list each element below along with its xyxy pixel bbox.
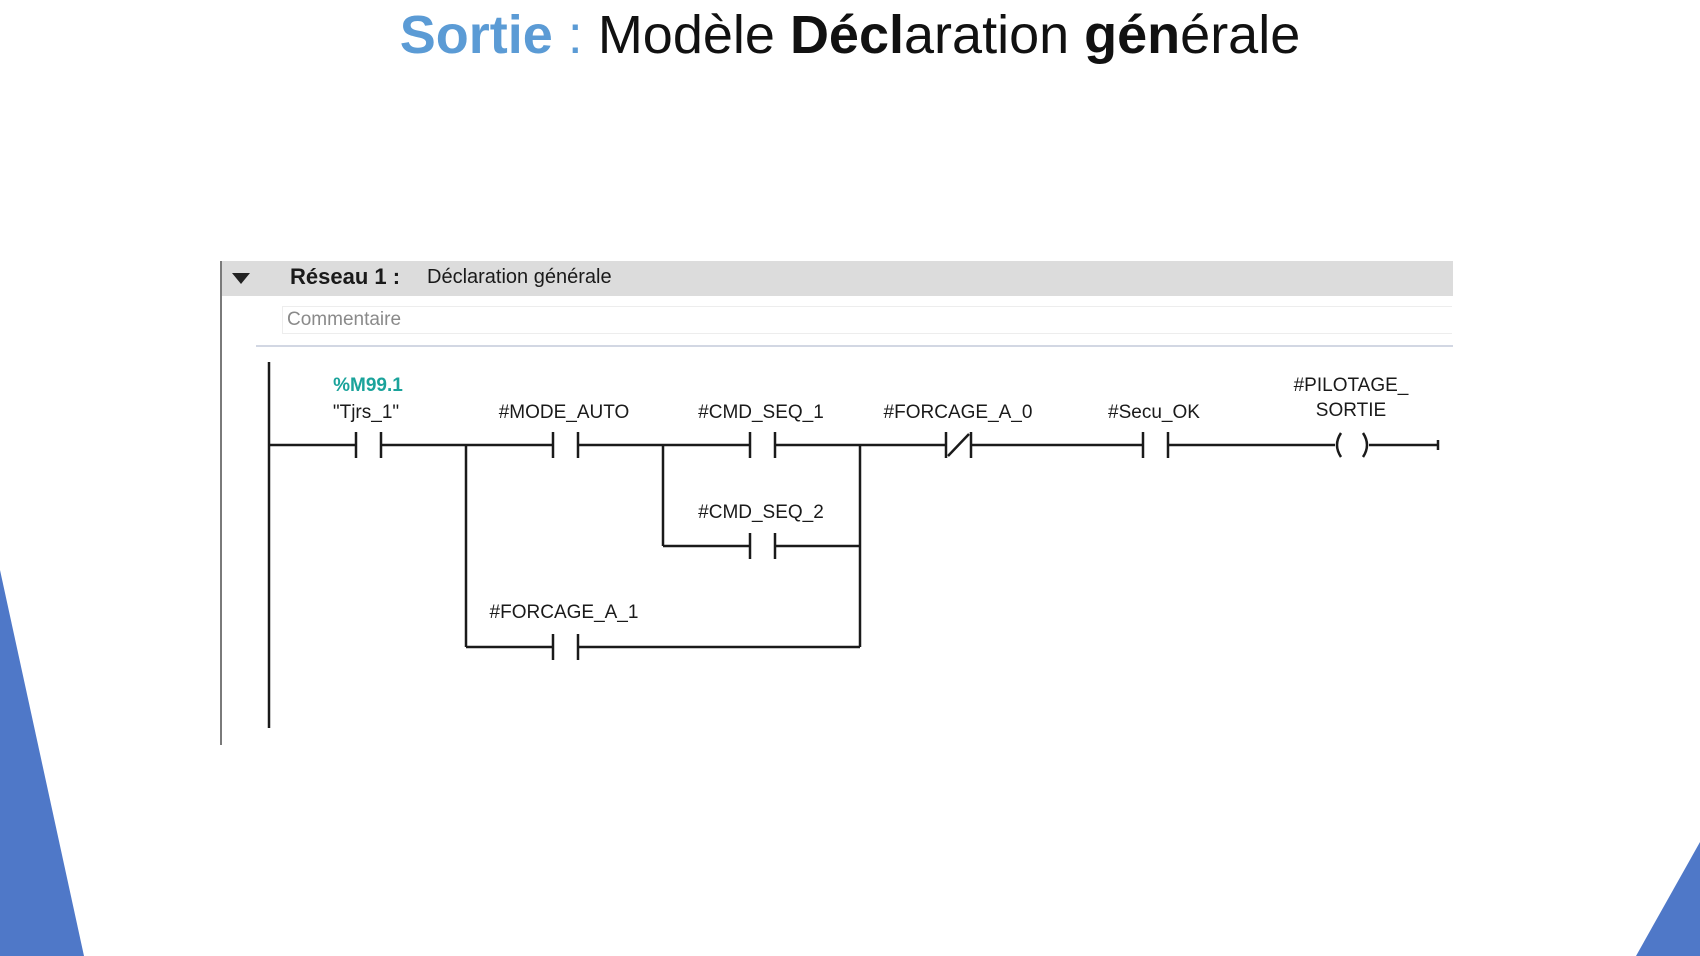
operand-label-forcage-a-0: #FORCAGE_A_0: [884, 402, 1033, 423]
operand-label-secu-ok: #Secu_OK: [1108, 402, 1200, 423]
title-part-modele: Modèle: [597, 5, 790, 65]
operand-label-cmd-seq-1: #CMD_SEQ_1: [698, 402, 824, 423]
coil-pilotage-sortie[interactable]: [1335, 432, 1369, 458]
operand-label-cmd-seq-2: #CMD_SEQ_2: [698, 502, 824, 523]
contact-cmd-seq-1[interactable]: [748, 432, 777, 458]
title-separator: :: [552, 5, 598, 65]
title-part-sortie: Sortie: [399, 5, 553, 65]
operand-label-mode-auto: #MODE_AUTO: [499, 402, 630, 423]
operand-address-m99-1: %M99.1: [333, 375, 403, 396]
corner-triangle-right: [1636, 842, 1700, 956]
title-part-gen: gén: [1084, 5, 1181, 65]
contact-mode-auto[interactable]: [551, 432, 580, 458]
contact-cmd-seq-2[interactable]: [748, 533, 777, 559]
operand-label-forcage-a-1: #FORCAGE_A_1: [490, 602, 639, 623]
network-left-border: [220, 261, 222, 745]
operand-label-pilotage-line1: #PILOTAGE_: [1294, 375, 1409, 396]
title-part-erale: érale: [1180, 5, 1301, 65]
comment-divider: [256, 345, 1453, 347]
slide-title: Sortie : Modèle Déclaration générale: [0, 4, 1700, 66]
network-header[interactable]: Réseau 1 : Déclaration générale: [222, 261, 1453, 296]
collapse-triangle-icon[interactable]: [232, 273, 250, 284]
network-title[interactable]: Déclaration générale: [427, 266, 612, 288]
network-panel: Réseau 1 : Déclaration générale Commenta…: [220, 261, 1453, 745]
corner-triangle-left: [0, 570, 84, 956]
contact-forcage-a-1[interactable]: [551, 634, 580, 660]
title-part-decl: Décl: [789, 5, 905, 65]
title-part-aration: aration: [904, 5, 1085, 65]
operand-label-pilotage-line2: SORTIE: [1316, 400, 1386, 421]
network-comment-field[interactable]: Commentaire: [282, 306, 1452, 334]
network-number: Réseau 1 :: [290, 264, 401, 289]
contact-forcage-a-0[interactable]: [944, 432, 973, 458]
contact-tjrs-1[interactable]: [354, 432, 383, 458]
operand-symbol-tjrs-1: "Tjrs_1": [333, 402, 399, 423]
contact-secu-ok[interactable]: [1141, 432, 1170, 458]
